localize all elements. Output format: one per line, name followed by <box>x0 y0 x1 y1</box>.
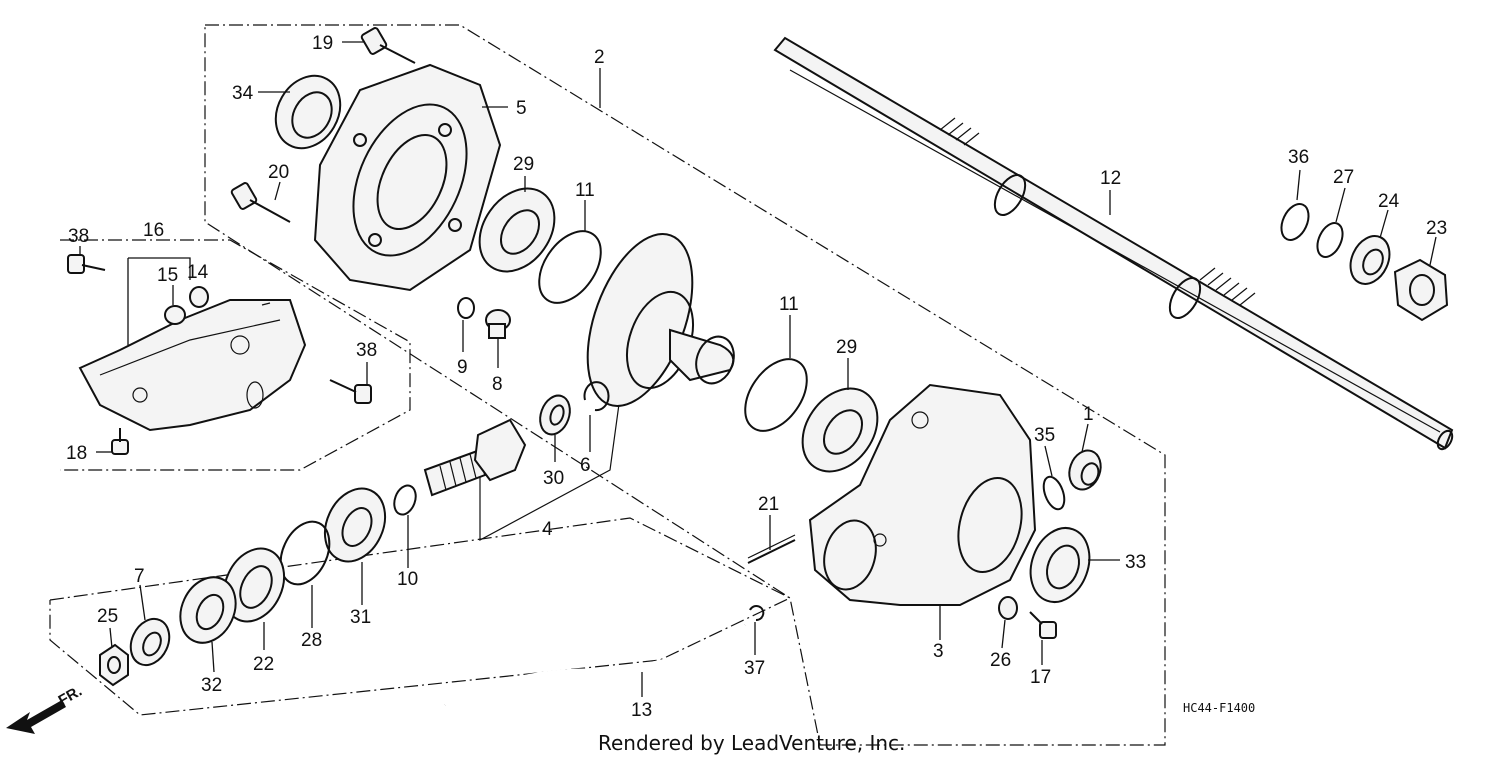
callout-18: 18 <box>66 443 87 464</box>
callout-12: 12 <box>1100 168 1121 189</box>
callout-38-upper: 38 <box>68 226 89 247</box>
part-21-stud <box>747 534 796 564</box>
part-36-ring <box>1280 203 1310 241</box>
part-22-bearing <box>222 547 286 623</box>
part-38-bolt-upper <box>67 254 106 274</box>
callout-1: 1 <box>1083 404 1094 425</box>
part-5-bearing-holder <box>313 63 502 292</box>
group-box-pinion <box>49 517 792 716</box>
callout-34: 34 <box>232 83 254 104</box>
callout-32: 32 <box>201 675 222 696</box>
callout-30: 30 <box>543 468 564 489</box>
part-7-joint <box>129 617 171 667</box>
callout-23: 23 <box>1426 218 1447 239</box>
callout-13: 13 <box>631 700 652 721</box>
callout-14: 14 <box>187 262 209 283</box>
callout-7: 7 <box>134 566 145 587</box>
callout-27: 27 <box>1333 167 1354 188</box>
part-28-ring <box>279 520 331 586</box>
callout-11-upper: 11 <box>575 180 595 201</box>
part-16-cover <box>78 299 307 432</box>
group-box-upper <box>204 24 1166 746</box>
callout-33: 33 <box>1125 552 1146 573</box>
part-24-collar <box>1349 235 1391 285</box>
callout-26: 26 <box>990 650 1011 671</box>
callout-2: 2 <box>594 47 605 68</box>
callout-24: 24 <box>1378 191 1400 212</box>
callout-21: 21 <box>758 494 779 515</box>
callout-25: 25 <box>97 606 118 627</box>
part-34-oil-seal <box>274 74 342 150</box>
callout-6: 6 <box>580 455 591 476</box>
part-23-nut <box>1393 258 1449 322</box>
part-10-washer <box>393 484 417 516</box>
callout-4: 4 <box>542 519 553 540</box>
part-31-bearing <box>323 487 387 563</box>
front-direction-arrow: FR. <box>6 683 85 734</box>
axle-shaft <box>773 36 1454 451</box>
part-4-pinion-gear <box>423 418 527 497</box>
diagram-reference-code: HC44-F1400 <box>1183 701 1255 715</box>
part-30-needle-bearing <box>539 394 571 436</box>
part-11-ring-upper <box>538 230 602 304</box>
part-13-breather-hose-inner <box>444 623 746 707</box>
ring-gear <box>586 233 735 407</box>
part-13-breather-hose <box>444 624 746 706</box>
part-15-cap <box>164 305 186 325</box>
part-26-washer <box>998 596 1018 620</box>
part-25-nut <box>99 643 129 687</box>
callout-8: 8 <box>492 374 503 395</box>
callout-28: 28 <box>301 630 322 651</box>
part-20-bolt <box>230 182 291 223</box>
part-38-bolt-lower <box>329 379 372 404</box>
part-11-ring-lower <box>744 358 808 432</box>
group-box-cover <box>60 239 411 471</box>
callout-16: 16 <box>143 220 164 241</box>
part-1-breather <box>1068 449 1102 491</box>
part-3-gear-case <box>808 383 1037 606</box>
part-19-bolt <box>360 27 416 64</box>
callout-29-upper: 29 <box>513 154 534 175</box>
callout-36: 36 <box>1288 147 1309 168</box>
callout-29-lower: 29 <box>836 337 857 358</box>
callout-9: 9 <box>457 357 468 378</box>
callout-11-lower: 11 <box>779 294 799 315</box>
callout-20: 20 <box>268 162 289 183</box>
part-17-bolt <box>1029 611 1057 639</box>
part-9-washer <box>457 297 475 319</box>
part-27-washer <box>1316 222 1344 258</box>
part-37-clip <box>749 605 765 622</box>
part-29-bearing-lower <box>801 387 879 473</box>
part-33-oil-seal <box>1029 527 1091 603</box>
part-14-grease-fitting <box>189 286 209 308</box>
callout-37: 37 <box>744 658 765 679</box>
callout-15: 15 <box>157 265 178 286</box>
credit-text: Rendered by LeadVenture, Inc. <box>598 731 905 755</box>
callout-3: 3 <box>933 641 944 662</box>
callout-5: 5 <box>516 98 527 119</box>
callout-31: 31 <box>350 607 371 628</box>
callout-38-lower: 38 <box>356 340 377 361</box>
part-8-plug <box>485 309 511 339</box>
part-18-bolt <box>111 428 129 455</box>
callout-35: 35 <box>1034 425 1055 446</box>
callout-10: 10 <box>397 569 418 590</box>
leader-lines <box>79 41 1437 697</box>
callout-22: 22 <box>253 654 274 675</box>
part-35-washer <box>1042 475 1066 511</box>
group-box-gear <box>479 359 626 542</box>
part-32-seal <box>179 576 237 644</box>
part-6-snap-ring <box>583 381 610 412</box>
part-29-bearing-upper <box>478 187 556 273</box>
callout-19: 19 <box>312 33 333 54</box>
callout-17: 17 <box>1030 667 1051 688</box>
